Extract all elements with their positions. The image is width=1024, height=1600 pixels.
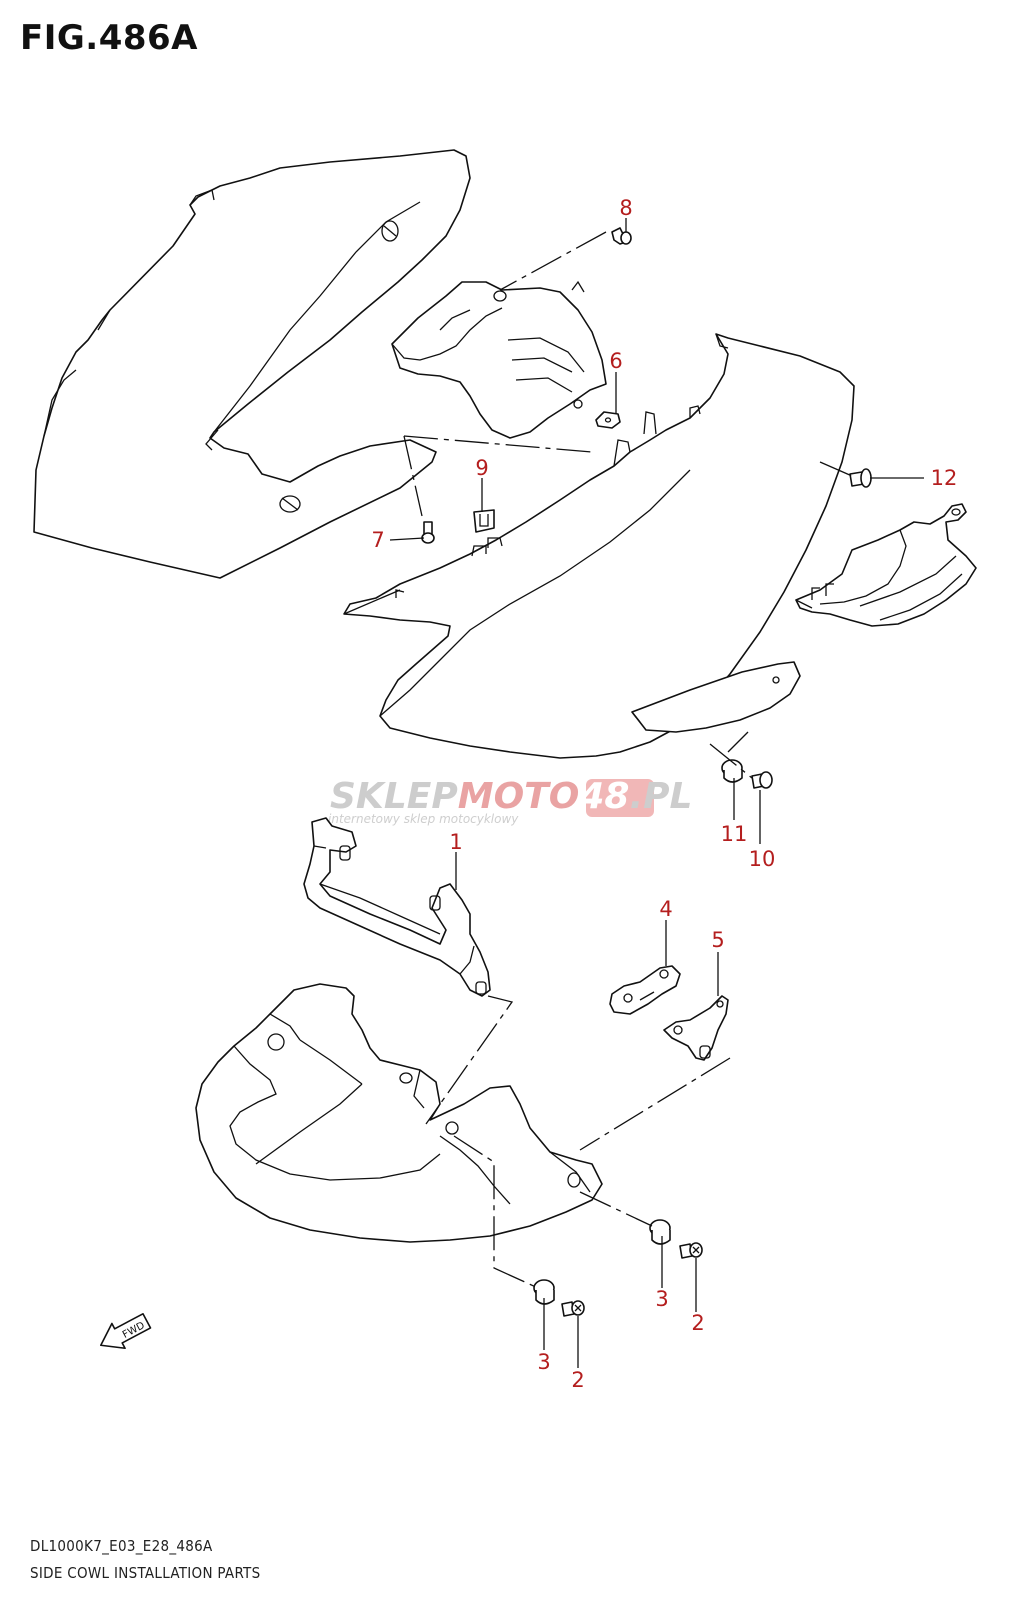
- screw-part-8: [611, 227, 632, 245]
- screw-part-2-right: [679, 1242, 703, 1259]
- figure-name: SIDE COWL INSTALLATION PARTS: [30, 1564, 261, 1582]
- watermark-tagline: internetowy sklep motocyklowy: [328, 812, 519, 826]
- svg-text:SKLEPMOTO48.PL: SKLEPMOTO48.PL: [330, 776, 692, 817]
- callout-9: 9: [475, 456, 488, 480]
- watermark-part1: SKLEP: [330, 776, 458, 817]
- callout-6: 6: [609, 349, 622, 373]
- screw-part-12: [849, 468, 872, 488]
- figure-code: DL1000K7_E03_E28_486A: [30, 1537, 213, 1555]
- screw-part-7: [421, 521, 435, 544]
- nut-part-6: [595, 411, 621, 429]
- callout-7: 7: [371, 528, 384, 552]
- watermark-part4: .PL: [629, 776, 692, 817]
- callout-3-right: 3: [655, 1287, 668, 1311]
- nut-part-9: [473, 509, 495, 533]
- watermark-part3: 48: [578, 776, 629, 817]
- screw-part-2-left: [561, 1300, 585, 1317]
- assembly-lines: [403, 231, 853, 1289]
- side-cowl-upper-left: [33, 149, 471, 579]
- callouts: 1 2 2 3 3 4 5 6 7 8 9 10 11 12: [371, 196, 957, 1392]
- inner-cover-bracket: [391, 280, 607, 439]
- leader-lines: [389, 218, 924, 1368]
- watermark-badge: [586, 779, 654, 817]
- callout-2-right: 2: [691, 1311, 704, 1335]
- callout-8: 8: [619, 196, 632, 220]
- side-cover-right: [795, 503, 977, 627]
- stay-bracket: [303, 817, 491, 997]
- fwd-arrow: FWD: [100, 1312, 152, 1350]
- watermark-part2: MOTO: [458, 776, 580, 817]
- callout-11: 11: [721, 822, 748, 846]
- lower-cowl: [195, 983, 603, 1243]
- figure-title: FIG.486A: [20, 18, 198, 58]
- callout-10: 10: [749, 847, 776, 871]
- callout-12: 12: [931, 466, 958, 490]
- callout-5: 5: [711, 928, 724, 952]
- screw-part-10: [751, 771, 773, 789]
- grommet-part-11: [721, 759, 743, 783]
- plate-part-4: [609, 965, 681, 1015]
- watermark: SKLEPMOTO48.PL internetowy sklep motocyk…: [328, 776, 692, 826]
- callout-3-left: 3: [537, 1350, 550, 1374]
- side-cowl-center: [343, 333, 855, 759]
- bracket-part-5: [663, 995, 729, 1061]
- callout-2-left: 2: [571, 1368, 584, 1392]
- callout-4: 4: [659, 897, 672, 921]
- grommet-part-3-right: [649, 1219, 671, 1245]
- callout-1: 1: [449, 830, 462, 854]
